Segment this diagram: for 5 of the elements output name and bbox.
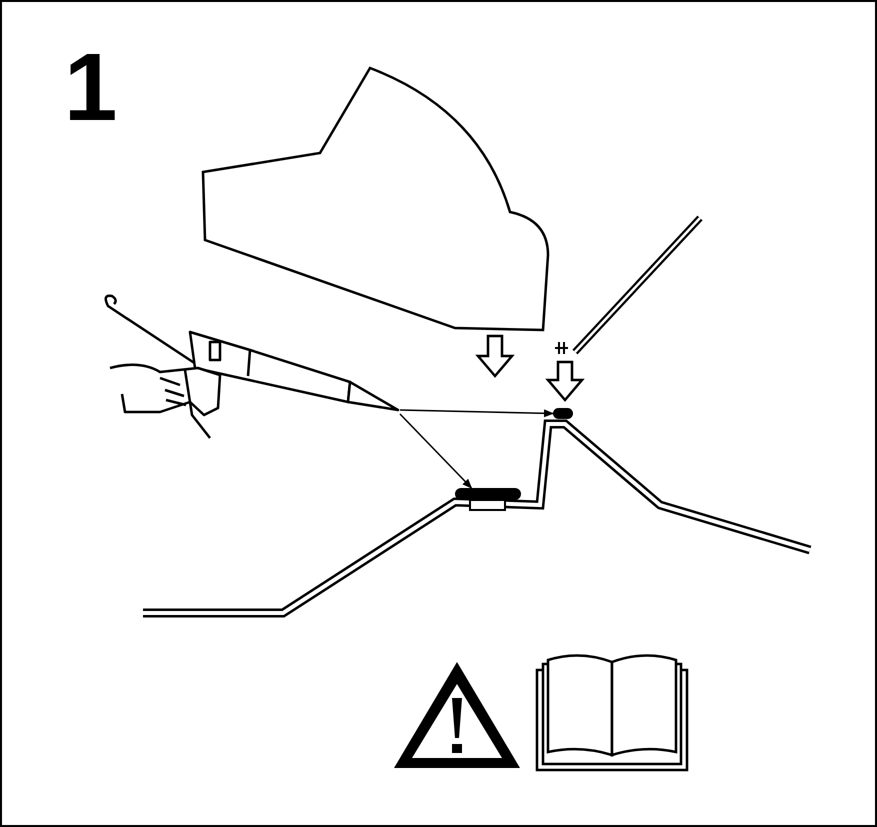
- arrow: [400, 409, 554, 418]
- arrow: [399, 413, 472, 489]
- sealant-bead: [455, 488, 521, 500]
- sealant-bead: [553, 408, 573, 419]
- step-number: 1: [64, 40, 118, 136]
